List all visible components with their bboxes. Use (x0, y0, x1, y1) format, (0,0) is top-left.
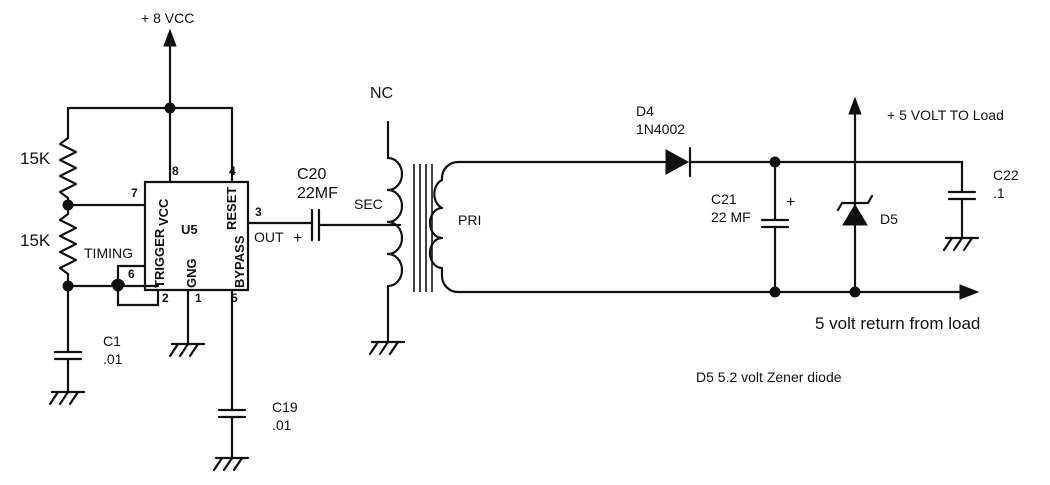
c19-value: .01 (272, 417, 292, 433)
d4-name: D4 (636, 103, 654, 119)
pin-number-6: 6 (128, 267, 135, 281)
capacitor-c20 (246, 208, 402, 242)
c22-name: C22 (993, 167, 1019, 183)
ic-pin-gng-label: GNG (184, 258, 199, 288)
resistor-r2-label: 15K (20, 231, 51, 250)
resistor-r1-label: 15K (20, 149, 51, 168)
ic-pin-out-label: OUT (254, 229, 284, 245)
c20-plus-sign: + (293, 230, 302, 247)
return-label: 5 volt return from load (815, 314, 980, 333)
sec-label: SEC (354, 196, 383, 212)
transformer-core (413, 164, 433, 292)
pin-number-4: 4 (229, 164, 236, 178)
capacitor-c21 (760, 156, 790, 298)
ground-c1 (48, 390, 86, 406)
c20-value: 22MF (297, 185, 338, 202)
top-rail-wire (66, 102, 234, 184)
pin-number-5: 5 (231, 291, 238, 305)
timing-node-wires (66, 264, 160, 307)
c21-name: C21 (711, 191, 737, 207)
c1-name: C1 (103, 333, 121, 349)
resistor-r2 (58, 203, 78, 292)
timing-label: TIMING (84, 245, 133, 261)
ground-pin1 (168, 288, 206, 358)
pin-number-3: 3 (255, 205, 262, 219)
output-5v-label: + 5 VOLT TO Load (887, 107, 1004, 123)
c1-value: .01 (103, 351, 123, 367)
c22-value: .1 (993, 185, 1005, 201)
diode-d4 (665, 146, 964, 178)
pin-number-2: 2 (162, 291, 169, 305)
resistor-r1 (58, 106, 78, 211)
c19-name: C19 (272, 399, 298, 415)
pin-number-8: 8 (172, 164, 179, 178)
capacitor-c19 (217, 288, 247, 460)
transformer-primary-winding (428, 160, 460, 294)
ground-c22 (942, 236, 980, 252)
ic-pin-bypass-label: BYPASS (232, 235, 247, 288)
capacitor-c1 (53, 284, 83, 394)
ic-pin-vcc-label: VCC (156, 198, 171, 226)
vcc-label: + 8 VCC (141, 10, 194, 26)
transformer-secondary-winding (386, 120, 404, 344)
nc-label: NC (370, 85, 393, 102)
c21-plus-sign: + (786, 194, 795, 211)
zener-diode-d5 (836, 96, 874, 298)
output-5v-arrow (848, 96, 862, 115)
ic-pin-reset-label: RESET (224, 187, 239, 230)
ground-c19 (212, 456, 250, 472)
zener-note: D5 5.2 volt Zener diode (696, 369, 842, 385)
d5-name: D5 (880, 211, 898, 227)
capacitor-c22 (947, 160, 977, 240)
c20-name: C20 (297, 166, 326, 183)
ic-u5-body (143, 180, 250, 292)
ic-name: U5 (181, 222, 198, 237)
pin-number-7: 7 (131, 186, 138, 200)
pri-label: PRI (458, 212, 481, 228)
pin-number-1: 1 (195, 291, 202, 305)
return-arrow (959, 284, 980, 300)
d4-part: 1N4002 (636, 121, 685, 137)
ic-pin-trigger-label: TRIGGER (152, 228, 167, 288)
c21-value: 22 MF (711, 209, 751, 225)
ground-transformer (368, 340, 406, 356)
vcc-supply-arrow (163, 28, 177, 110)
